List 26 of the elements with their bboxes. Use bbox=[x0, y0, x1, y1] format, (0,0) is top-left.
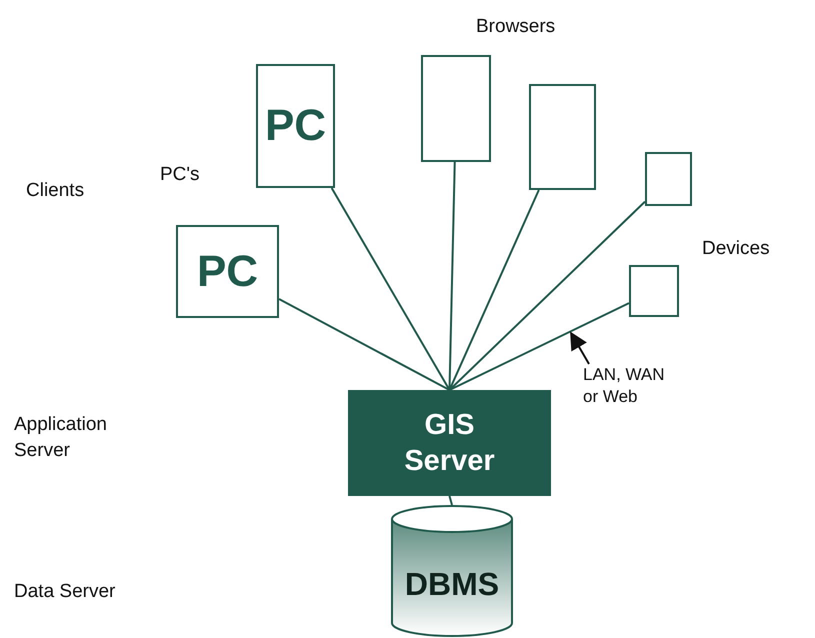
group-label: Browsers bbox=[476, 15, 556, 39]
group-label: Application Server bbox=[14, 413, 108, 463]
network-line bbox=[449, 302, 630, 391]
node-label: PC bbox=[264, 101, 326, 151]
computer-box bbox=[176, 225, 279, 318]
device-box bbox=[629, 265, 679, 317]
network-line bbox=[448, 496, 453, 506]
node-label: PC bbox=[196, 246, 258, 296]
computer-box bbox=[256, 64, 335, 188]
network-line bbox=[278, 298, 450, 391]
node-label: LAN, WAN or Web bbox=[583, 364, 666, 408]
group-label: Data Server bbox=[14, 580, 116, 604]
device-box bbox=[529, 84, 596, 190]
device-box bbox=[421, 55, 491, 162]
network-line bbox=[448, 162, 456, 390]
network-line bbox=[448, 200, 646, 391]
network-line bbox=[448, 190, 540, 390]
network-line bbox=[330, 188, 450, 390]
group-label: Clients bbox=[26, 179, 84, 203]
node-label: GIS Server bbox=[403, 408, 496, 479]
group-label: PC's bbox=[160, 163, 200, 187]
group-label: Devices bbox=[702, 237, 770, 261]
node-label: DBMS bbox=[404, 566, 500, 603]
device-box bbox=[645, 152, 692, 206]
server-box bbox=[348, 390, 551, 496]
leader-arrow bbox=[570, 331, 590, 364]
